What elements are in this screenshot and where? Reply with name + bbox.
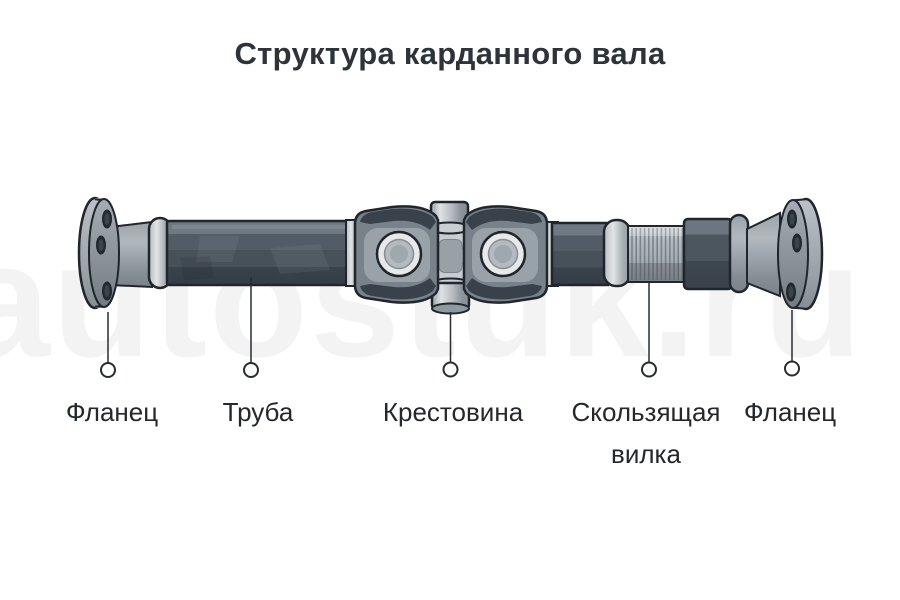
label-slip-yoke: Скользящая вилка: [571, 397, 721, 469]
flange-left: [77, 196, 120, 310]
cross-cap-bottom: [429, 277, 472, 315]
leader-slip-yoke: [641, 283, 657, 378]
universal-joint: [345, 200, 549, 315]
cross-cap-top: [428, 200, 471, 235]
slip-ring: [602, 218, 632, 288]
leader-flange-right: [784, 310, 800, 377]
slip-yoke-sleeve: [682, 217, 734, 291]
tube: [165, 219, 357, 287]
sleeve-lip-ring: [728, 213, 750, 294]
yoke-left: [353, 205, 440, 304]
page-title: Структура карданного вала: [234, 36, 666, 71]
label-flange-left: Фланец: [65, 397, 159, 427]
leader-flange-left: [100, 312, 116, 378]
label-tube: Труба: [222, 397, 294, 427]
flange-right: [777, 197, 824, 311]
flange-neck-right: [746, 211, 781, 298]
splines: [627, 225, 687, 283]
leader-lines: [100, 277, 800, 378]
label-cross-joint: Крестовина: [382, 397, 524, 427]
shaft-right: [550, 221, 610, 287]
bolt-holes-right: [786, 209, 802, 302]
label-flange-right: Фланец: [743, 397, 837, 427]
yoke-right: [462, 205, 549, 304]
bolt-holes-left: [96, 209, 112, 301]
leader-cross-joint: [442, 312, 459, 378]
leader-tube: [243, 277, 259, 378]
